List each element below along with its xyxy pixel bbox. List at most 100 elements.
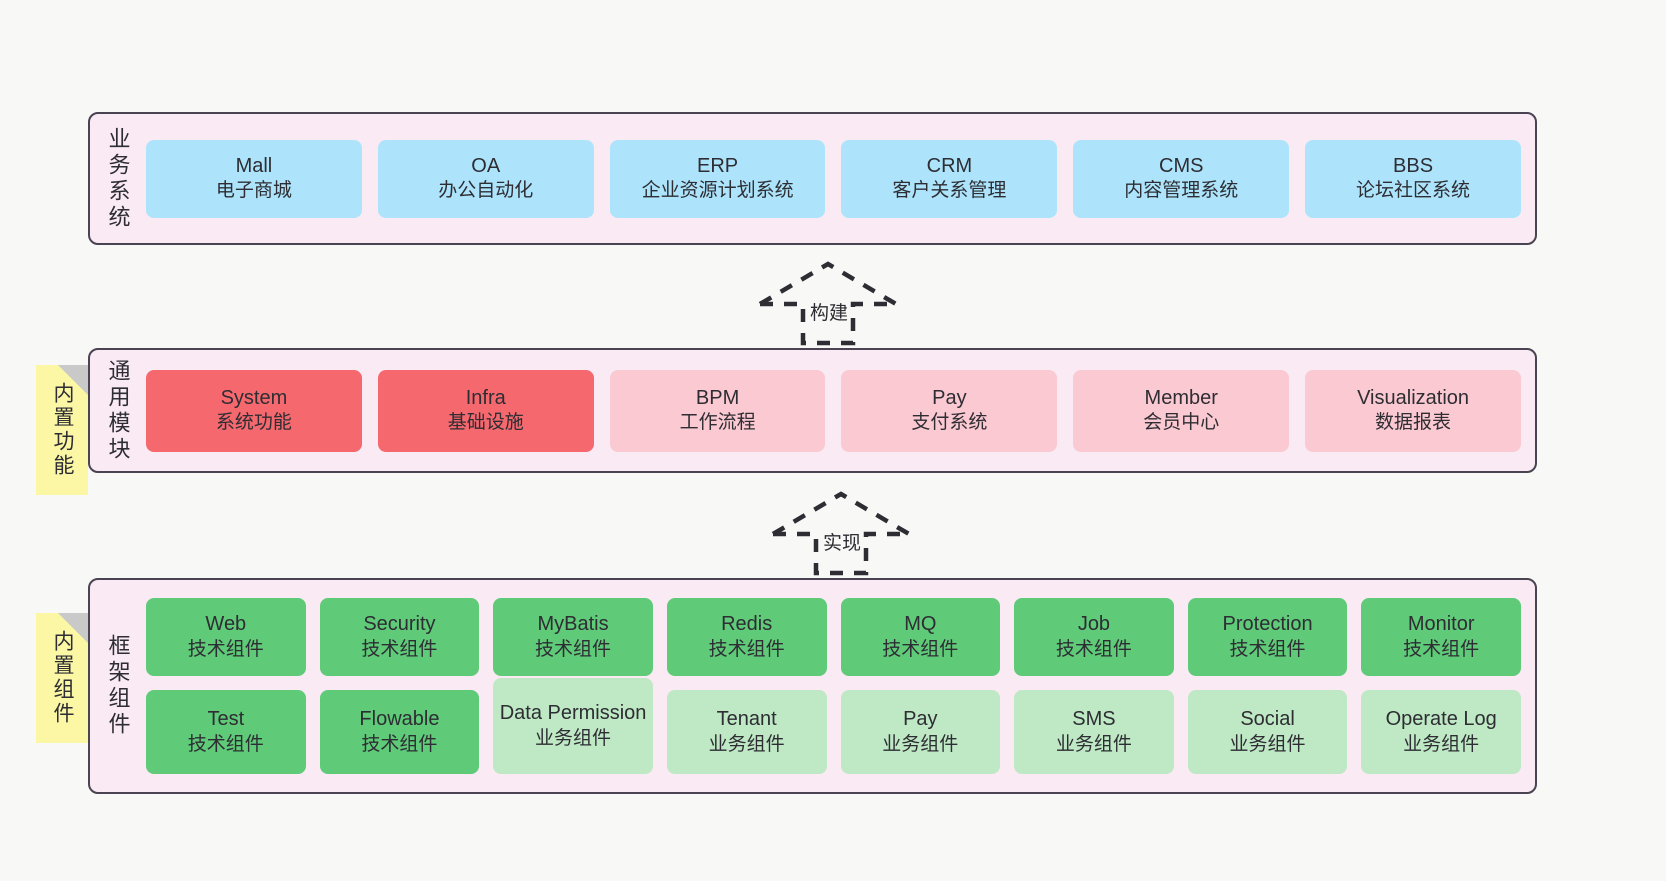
note-builtin-component: 内置组件 bbox=[36, 613, 88, 743]
card-crm-title: CRM bbox=[926, 154, 973, 177]
card-protection[interactable]: Protection 技术组件 bbox=[1187, 598, 1348, 676]
card-monitor-subtitle: 技术组件 bbox=[1403, 638, 1480, 660]
card-social-title: Social bbox=[1240, 708, 1295, 731]
card-tenant[interactable]: Tenant 业务组件 bbox=[666, 690, 827, 774]
card-crm[interactable]: CRM 客户关系管理 bbox=[841, 139, 1058, 218]
card-cms[interactable]: CMS 内容管理系统 bbox=[1073, 139, 1290, 218]
card-system-title: System bbox=[220, 386, 288, 409]
card-redis-title: Redis bbox=[721, 613, 773, 636]
card-redis-subtitle: 技术组件 bbox=[708, 638, 785, 660]
card-mybatis-title: MyBatis bbox=[537, 613, 609, 636]
card-operate-log[interactable]: Operate Log 业务组件 bbox=[1361, 690, 1521, 774]
card-erp-subtitle: 企业资源计划系统 bbox=[641, 180, 794, 202]
card-erp-title: ERP bbox=[697, 154, 739, 177]
framework-business-row: Test 技术组件 Flowable 技术组件 Data Permission … bbox=[146, 678, 1521, 774]
card-system[interactable]: System 系统功能 bbox=[146, 369, 362, 452]
card-oa-subtitle: 办公自动化 bbox=[438, 180, 534, 202]
layer-body-framework-component: Web 技术组件 Security 技术组件 MyBatis 技术组件 Redi… bbox=[146, 580, 1535, 792]
card-erp[interactable]: ERP 企业资源计划系统 bbox=[609, 139, 826, 218]
layer-body-common-module: System 系统功能 Infra 基础设施 BPM 工作流程 Pay 支付系统… bbox=[146, 350, 1535, 471]
card-member-subtitle: 会员中心 bbox=[1143, 412, 1220, 434]
card-job-subtitle: 技术组件 bbox=[1055, 638, 1132, 660]
card-infra[interactable]: Infra 基础设施 bbox=[377, 369, 594, 452]
card-mq-subtitle: 技术组件 bbox=[882, 638, 959, 660]
layer-framework-component: 框架组件 Web 技术组件 Security 技术组件 MyBatis 技术组件 bbox=[88, 578, 1537, 794]
card-sms-title: SMS bbox=[1072, 708, 1116, 731]
card-protection-subtitle: 技术组件 bbox=[1229, 638, 1306, 660]
layer-title-common-module: 通用模块 bbox=[105, 358, 131, 463]
card-pay-component-subtitle: 业务组件 bbox=[882, 733, 959, 755]
card-pay-component[interactable]: Pay 业务组件 bbox=[840, 690, 1001, 774]
layer-body-business-system: Mall 电子商城 OA 办公自动化 ERP 企业资源计划系统 CRM 客户关系… bbox=[146, 114, 1535, 243]
layer-business-system: 业务系统 Mall 电子商城 OA 办公自动化 ERP 企业资源计划系统 CRM… bbox=[88, 112, 1537, 245]
card-flowable-subtitle: 技术组件 bbox=[361, 733, 438, 755]
card-cms-subtitle: 内容管理系统 bbox=[1124, 180, 1239, 202]
card-pay-module-subtitle: 支付系统 bbox=[911, 412, 988, 434]
card-mall-subtitle: 电子商城 bbox=[215, 180, 292, 202]
card-test-subtitle: 技术组件 bbox=[187, 733, 264, 755]
card-monitor[interactable]: Monitor 技术组件 bbox=[1361, 598, 1521, 676]
card-bpm-title: BPM bbox=[695, 386, 740, 409]
card-visualization-title: Visualization bbox=[1357, 386, 1470, 409]
card-flowable-title: Flowable bbox=[359, 708, 440, 731]
card-social[interactable]: Social 业务组件 bbox=[1187, 690, 1348, 774]
module-card-row: System 系统功能 Infra 基础设施 BPM 工作流程 Pay 支付系统… bbox=[146, 369, 1521, 452]
note-fold-corner-icon bbox=[58, 365, 88, 395]
card-system-subtitle: 系统功能 bbox=[215, 412, 292, 434]
card-security-subtitle: 技术组件 bbox=[361, 638, 438, 660]
arrow-build-label: 构建 bbox=[810, 303, 849, 324]
card-test-title: Test bbox=[207, 708, 245, 731]
card-flowable[interactable]: Flowable 技术组件 bbox=[319, 690, 480, 774]
card-security-title: Security bbox=[363, 613, 436, 636]
card-security[interactable]: Security 技术组件 bbox=[319, 598, 480, 676]
note-builtin-function: 内置功能 bbox=[36, 365, 88, 495]
arrow-implement: 实现 bbox=[771, 490, 911, 576]
card-job[interactable]: Job 技术组件 bbox=[1014, 598, 1174, 676]
card-infra-title: Infra bbox=[465, 386, 506, 409]
card-mq[interactable]: MQ 技术组件 bbox=[840, 598, 1001, 676]
card-bbs-title: BBS bbox=[1393, 154, 1434, 177]
card-oa[interactable]: OA 办公自动化 bbox=[377, 139, 594, 218]
card-mybatis-subtitle: 技术组件 bbox=[535, 638, 612, 660]
layer-title-business-system: 业务系统 bbox=[105, 126, 131, 231]
card-web-subtitle: 技术组件 bbox=[187, 638, 264, 660]
card-bbs[interactable]: BBS 论坛社区系统 bbox=[1305, 139, 1521, 218]
card-visualization[interactable]: Visualization 数据报表 bbox=[1305, 369, 1521, 452]
card-bpm[interactable]: BPM 工作流程 bbox=[609, 369, 826, 452]
card-sms[interactable]: SMS 业务组件 bbox=[1014, 690, 1174, 774]
card-tenant-subtitle: 业务组件 bbox=[708, 733, 785, 755]
card-visualization-subtitle: 数据报表 bbox=[1375, 412, 1452, 434]
note-builtin-component-label: 内置组件 bbox=[51, 630, 75, 726]
card-mall-title: Mall bbox=[235, 154, 273, 177]
framework-tech-row: Web 技术组件 Security 技术组件 MyBatis 技术组件 Redi… bbox=[146, 598, 1521, 676]
card-operate-log-title: Operate Log bbox=[1385, 708, 1497, 731]
business-card-row: Mall 电子商城 OA 办公自动化 ERP 企业资源计划系统 CRM 客户关系… bbox=[146, 139, 1521, 218]
card-oa-title: OA bbox=[471, 154, 501, 177]
card-pay-module-title: Pay bbox=[932, 386, 967, 409]
card-web-title: Web bbox=[205, 613, 247, 636]
card-pay-component-title: Pay bbox=[903, 708, 938, 731]
card-web[interactable]: Web 技术组件 bbox=[146, 598, 306, 676]
card-bpm-subtitle: 工作流程 bbox=[679, 412, 756, 434]
card-bbs-subtitle: 论坛社区系统 bbox=[1356, 180, 1471, 202]
card-social-subtitle: 业务组件 bbox=[1229, 733, 1306, 755]
card-member-title: Member bbox=[1144, 386, 1218, 409]
card-operate-log-subtitle: 业务组件 bbox=[1403, 733, 1480, 755]
card-infra-subtitle: 基础设施 bbox=[447, 412, 524, 434]
card-tenant-title: Tenant bbox=[716, 708, 777, 731]
layer-title-framework-component: 框架组件 bbox=[105, 634, 131, 738]
layer-common-module: 通用模块 System 系统功能 Infra 基础设施 BPM 工作流程 Pay… bbox=[88, 348, 1537, 473]
card-redis[interactable]: Redis 技术组件 bbox=[666, 598, 827, 676]
card-test[interactable]: Test 技术组件 bbox=[146, 690, 306, 774]
note-fold-corner-icon bbox=[58, 613, 88, 643]
card-pay-module[interactable]: Pay 支付系统 bbox=[841, 369, 1058, 452]
framework-grid: Web 技术组件 Security 技术组件 MyBatis 技术组件 Redi… bbox=[146, 584, 1521, 788]
card-data-permission[interactable]: Data Permission 业务组件 bbox=[493, 678, 653, 774]
card-cms-title: CMS bbox=[1159, 154, 1204, 177]
card-monitor-title: Monitor bbox=[1407, 613, 1475, 636]
card-mall[interactable]: Mall 电子商城 bbox=[146, 139, 362, 218]
card-member[interactable]: Member 会员中心 bbox=[1073, 369, 1290, 452]
card-mybatis[interactable]: MyBatis 技术组件 bbox=[493, 598, 653, 676]
card-data-permission-subtitle: 业务组件 bbox=[535, 727, 612, 749]
